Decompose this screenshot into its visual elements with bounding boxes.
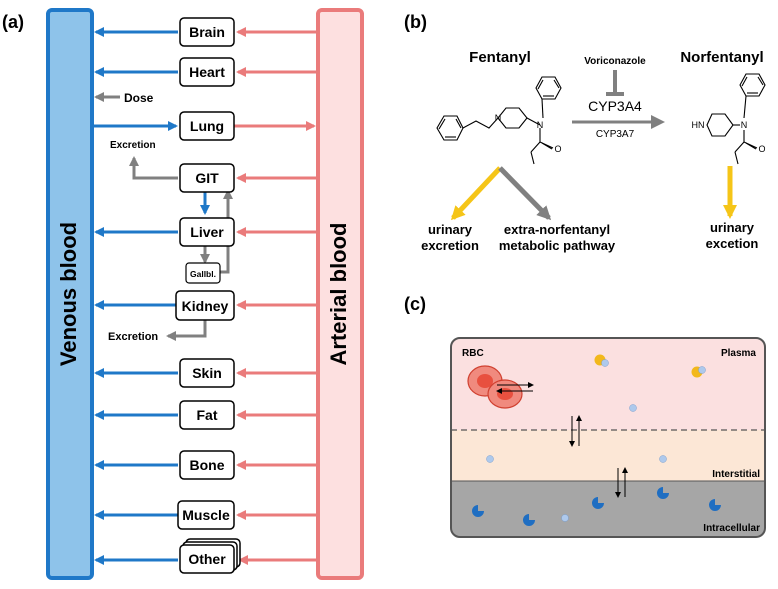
organ-liver: Liver (179, 217, 235, 247)
norfentanyl-structure (706, 73, 766, 165)
venous-blood-bar (46, 8, 94, 580)
organ-skin-label: Skin (192, 365, 222, 381)
organ-brain-label: Brain (189, 24, 225, 40)
urinary-excretion-line1: urinary (428, 222, 473, 237)
plasma-proteins (594, 354, 706, 378)
organ-other: Other (179, 538, 241, 574)
extra-pathway-line1: extra-norfentanyl (504, 222, 610, 237)
organ-muscle: Muscle (177, 500, 235, 530)
organ-lung-label: Lung (190, 118, 224, 134)
organ-skin: Skin (179, 358, 235, 388)
urinary-excretion-line2: excretion (421, 238, 479, 253)
venous-arrows (94, 27, 210, 565)
organ-muscle-label: Muscle (182, 507, 230, 523)
voriconazole-label: Voriconazole (584, 56, 646, 67)
intracellular-label: Intracellular (703, 523, 760, 534)
extra-pathway-line2: metabolic pathway (499, 238, 616, 253)
inhibition-symbol (606, 70, 624, 96)
rbc-label: RBC (462, 348, 484, 359)
organ-gallbladder: Gallbl. (185, 262, 221, 284)
fentanyl-n2: N (537, 120, 544, 130)
organ-git-label: GIT (195, 170, 219, 186)
panel-c-label: (c) (404, 294, 426, 314)
intracellular-binding-sites (472, 487, 721, 526)
organ-lung: Lung (179, 111, 235, 141)
cyp3a4-label: CYP3A4 (588, 98, 642, 114)
plasma-label: Plasma (721, 348, 756, 359)
venous-blood-label: Venous blood (56, 222, 81, 366)
urinary-excetion-line1: urinary (710, 220, 755, 235)
exchange-arrows (496, 382, 628, 498)
organ-other-label: Other (188, 551, 226, 567)
panel-a-label: (a) (2, 12, 24, 32)
norfentanyl-label: Norfentanyl (680, 49, 763, 66)
organ-git: GIT (179, 163, 235, 193)
organ-gallbladder-label: Gallbl. (190, 269, 216, 279)
excretion-label-git: Excretion (110, 140, 156, 151)
interstitial-label: Interstitial (712, 469, 760, 480)
organ-kidney-label: Kidney (182, 298, 229, 314)
fentanyl-n1: N (495, 113, 502, 123)
organ-bone-label: Bone (190, 457, 225, 473)
metabolic-arrow (498, 166, 552, 221)
excretion-label-kidney: Excretion (108, 331, 158, 343)
interstitial-region (451, 430, 765, 481)
organ-liver-label: Liver (190, 224, 224, 240)
free-drug-molecules (486, 404, 667, 522)
arterial-arrows (234, 27, 316, 565)
arterial-blood-bar (316, 8, 364, 580)
panel-b-label: (b) (404, 12, 427, 32)
fentanyl-label: Fentanyl (469, 49, 531, 66)
norfentanyl-hn: HN (692, 120, 705, 130)
organ-bone: Bone (179, 450, 235, 480)
organ-fat-label: Fat (197, 407, 218, 423)
fentanyl-structure (436, 76, 562, 165)
organ-heart: Heart (179, 57, 235, 87)
organ-fat: Fat (179, 400, 235, 430)
norfentanyl-o: O (758, 144, 765, 154)
cyp3a7-label: CYP3A7 (596, 129, 635, 140)
organ-kidney: Kidney (175, 290, 235, 321)
fentanyl-o: O (554, 144, 561, 154)
urinary-arrow-fentanyl (450, 166, 502, 221)
urinary-excetion-line2: excetion (706, 236, 759, 251)
arterial-blood-label: Arterial blood (326, 222, 351, 365)
norfentanyl-n: N (741, 120, 748, 130)
red-blood-cells (467, 365, 523, 409)
organ-heart-label: Heart (189, 64, 225, 80)
grey-arrows (94, 92, 233, 341)
organ-brain: Brain (179, 17, 235, 47)
dose-label: Dose (124, 91, 154, 105)
